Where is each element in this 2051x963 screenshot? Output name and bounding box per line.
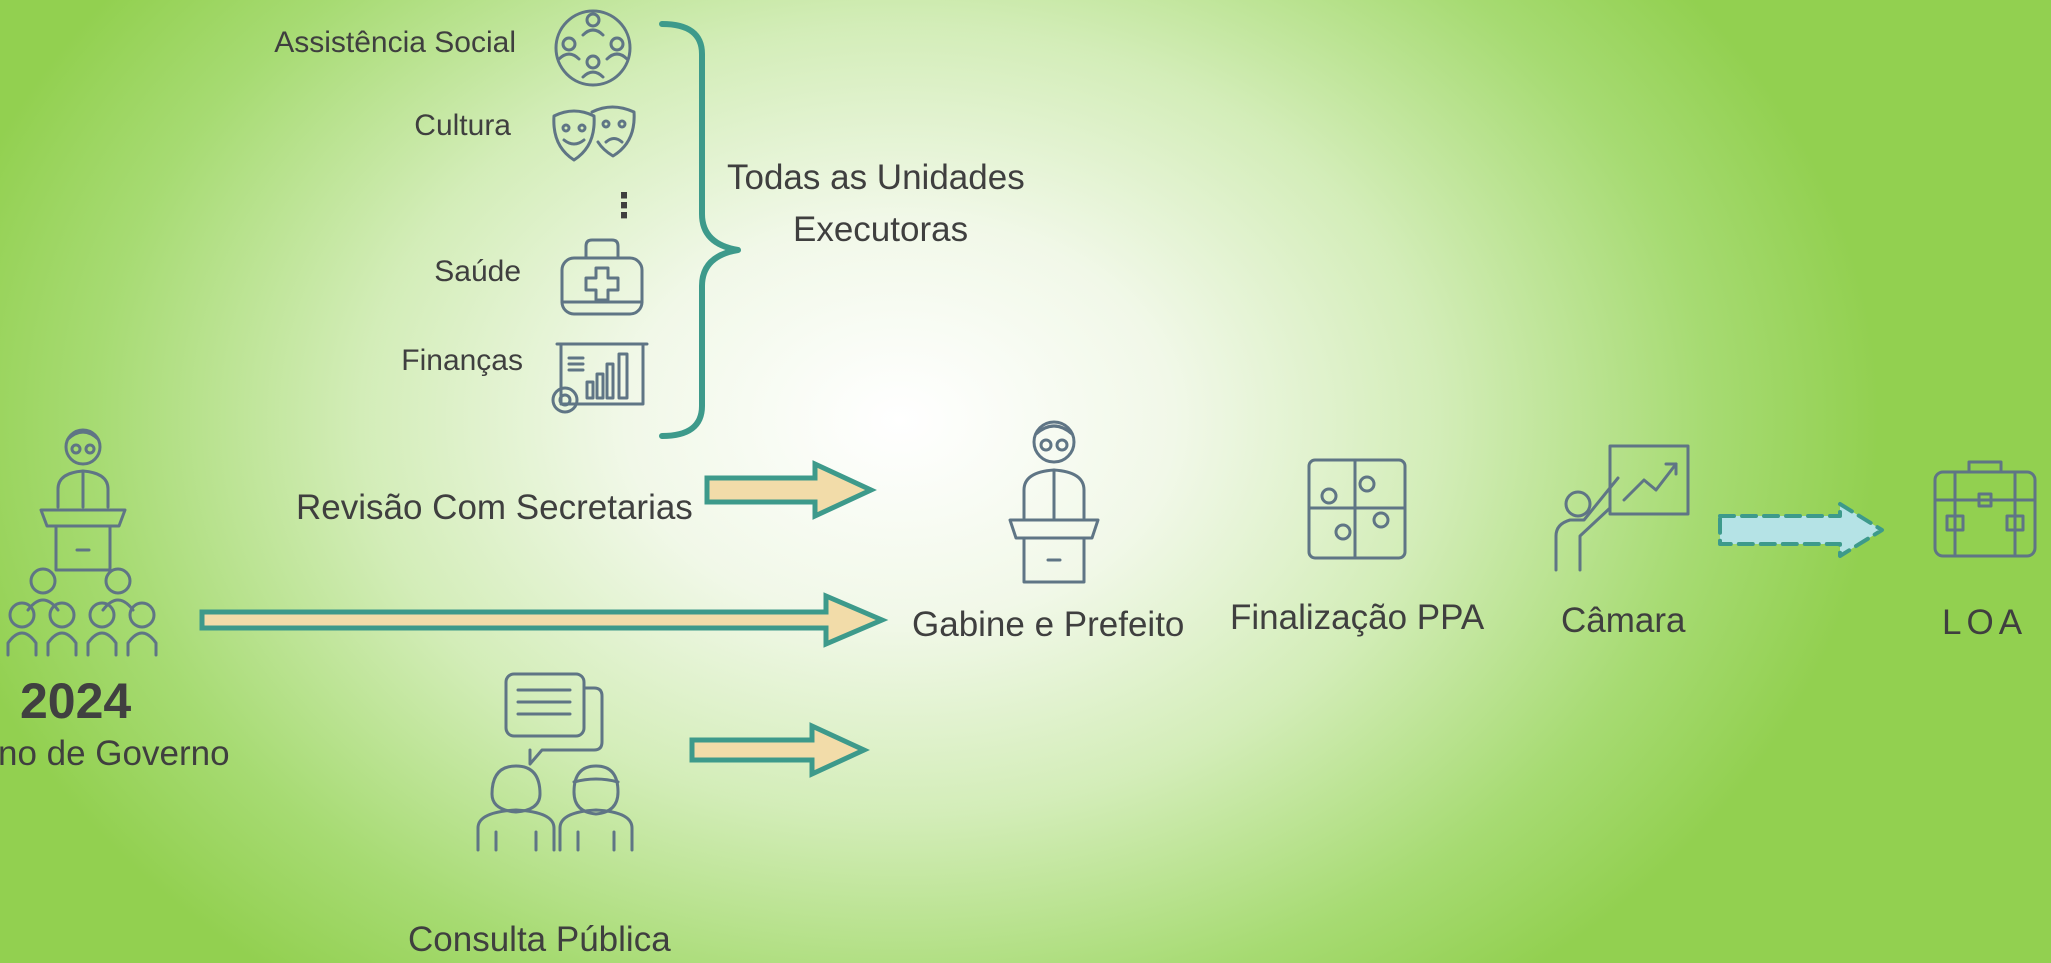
puzzle-icon (1307, 458, 1407, 560)
mayor-podium-icon (1008, 420, 1100, 584)
medical-kit-icon (560, 238, 644, 316)
start-year: 2024 (20, 673, 132, 729)
start-subtitle: no de Governo (0, 734, 230, 773)
public-consultation-icon (476, 672, 634, 852)
group-label-line2: Executoras (793, 210, 969, 249)
unit-label-assistencia-social: Assistência Social (274, 26, 516, 59)
speaker-audience-icon (6, 428, 158, 657)
unit-label-saude: Saúde (434, 255, 521, 288)
step-chamber-label: Câmara (1561, 601, 1686, 640)
theater-masks-icon (552, 105, 636, 162)
finance-chart-icon (551, 342, 649, 414)
briefcase-icon (1933, 460, 2037, 558)
presenter-chart-icon (1554, 444, 1690, 572)
step-finalization-label: Finalização PPA (1230, 598, 1485, 637)
unit-label-cultura: Cultura (414, 109, 511, 142)
step-loa-label: LOA (1942, 603, 2028, 642)
people-network-icon (554, 9, 632, 87)
step-review-label: Revisão Com Secretarias (296, 488, 693, 527)
ellipsis-dots: ⋮ (607, 187, 641, 225)
arrow-review (704, 460, 877, 520)
unit-label-financas: Finanças (401, 344, 523, 377)
arrow-consultation (689, 722, 870, 778)
grouping-brace (659, 21, 741, 439)
step-cabinet-label: Gabine e Prefeito (912, 605, 1185, 644)
arrow-main (199, 592, 889, 648)
dashed-arrow (1718, 502, 1884, 558)
step-consultation-label: Consulta Pública (408, 920, 671, 959)
group-label-line1: Todas as Unidades (727, 158, 1025, 197)
